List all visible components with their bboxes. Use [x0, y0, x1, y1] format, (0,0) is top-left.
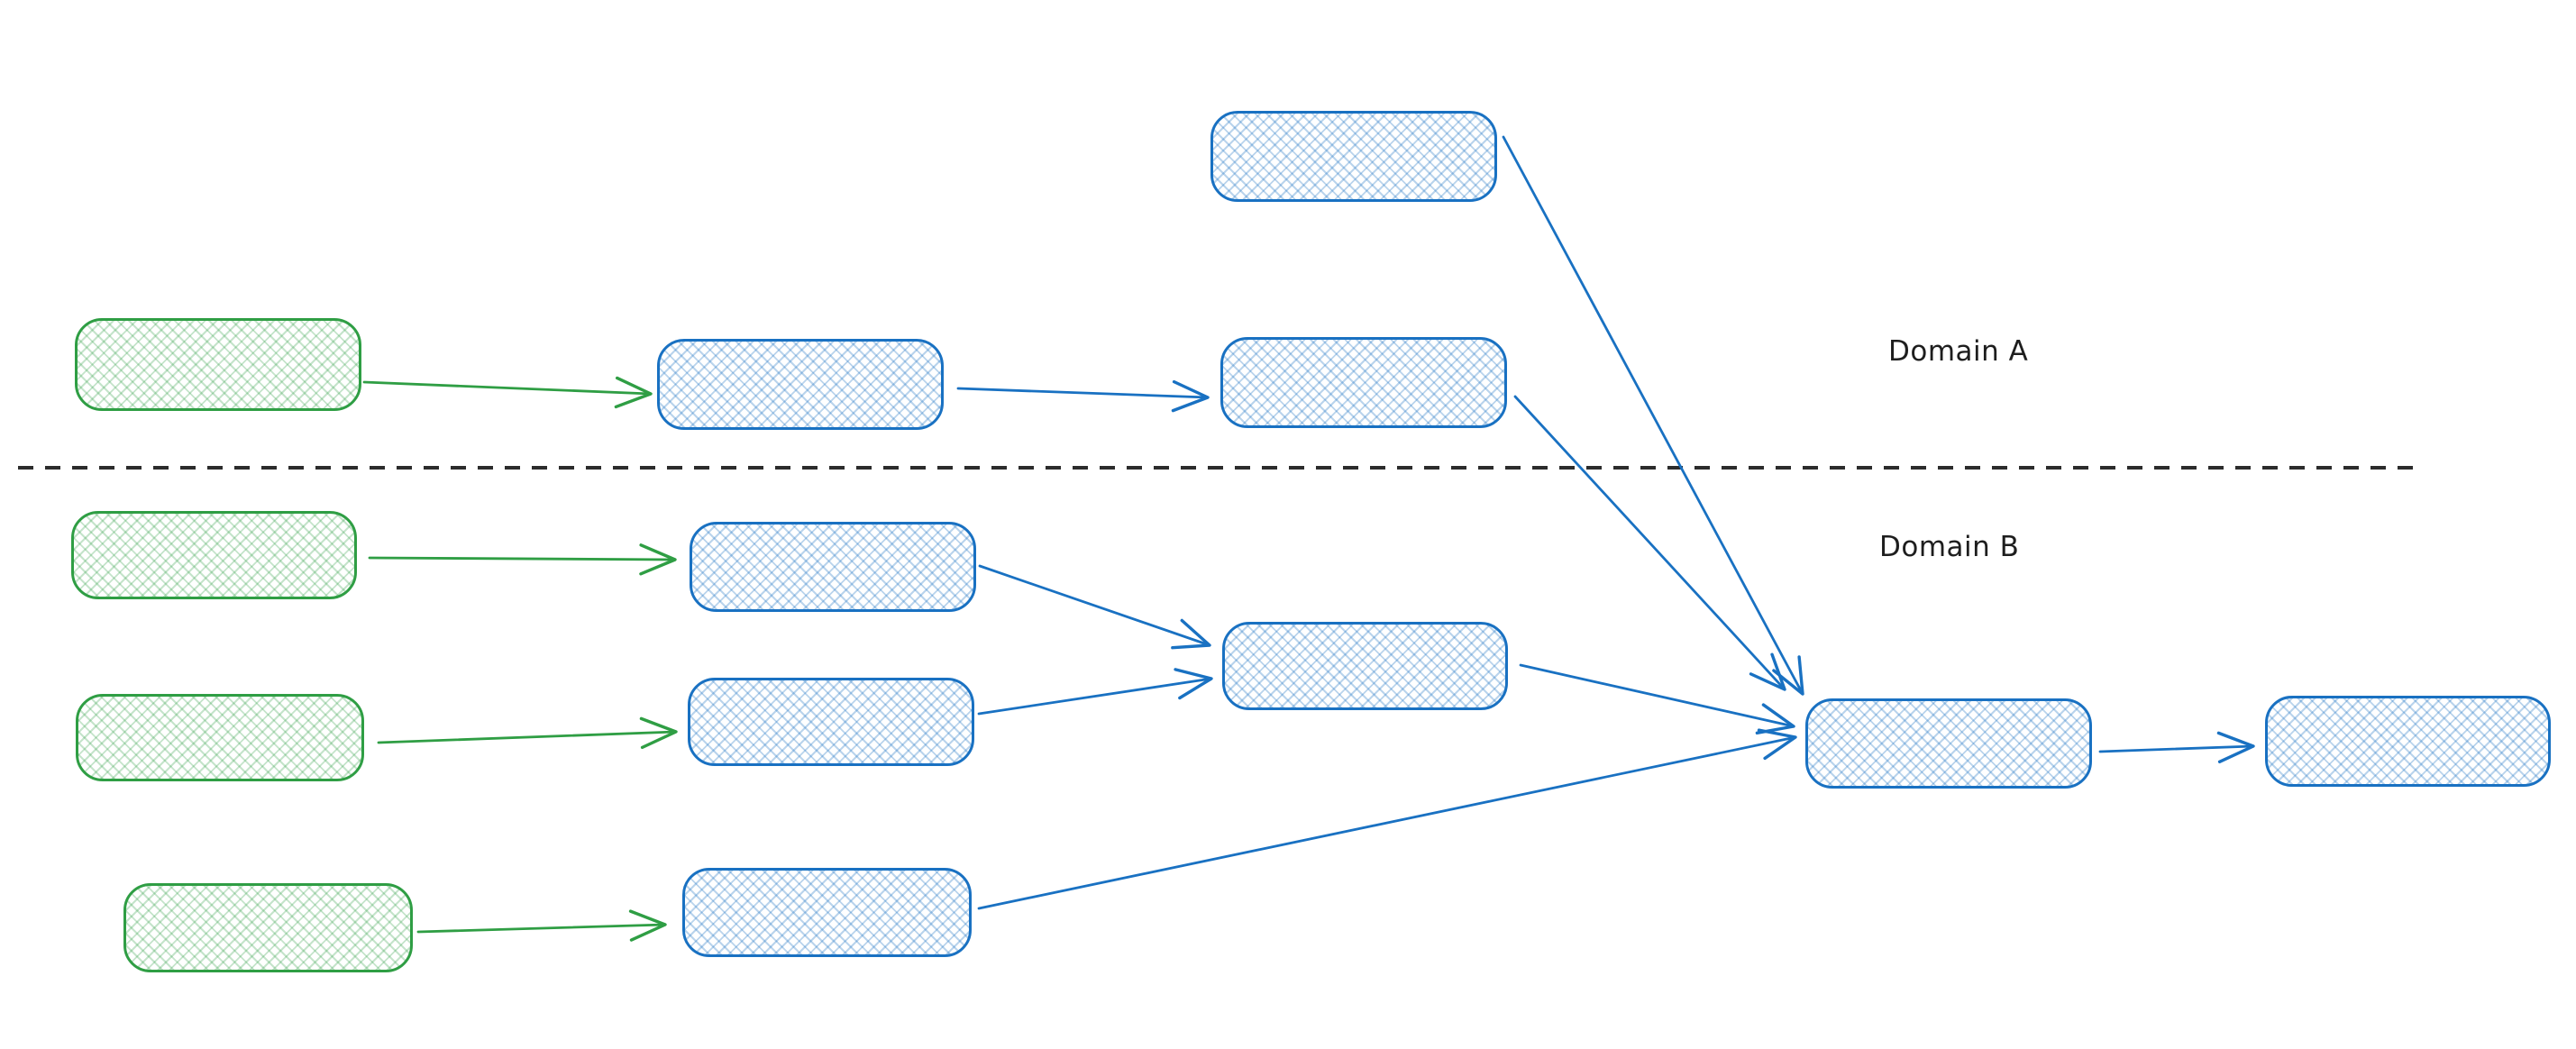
arrow-blue-a1-to-blue-a2[interactable] — [956, 379, 1210, 413]
node-blue-merge[interactable] — [1805, 698, 2092, 789]
arrow-green-b2-to-blue-b2[interactable] — [377, 716, 678, 750]
arrow-blue-a2-to-merge[interactable] — [1513, 395, 1786, 691]
arrow-green-b3-to-blue-b4[interactable] — [416, 909, 667, 942]
arrow-blue-b1-to-blue-b3[interactable] — [978, 564, 1211, 650]
node-blue-a1[interactable] — [657, 339, 944, 430]
label-domain-a: Domain A — [1888, 335, 2029, 368]
arrow-blue-b3-to-merge[interactable] — [1519, 663, 1795, 734]
node-green-b1[interactable] — [71, 511, 357, 599]
arrow-green-a-to-blue-a1[interactable] — [362, 376, 653, 409]
node-blue-b4[interactable] — [682, 868, 972, 957]
node-green-a[interactable] — [75, 318, 361, 411]
node-blue-b1[interactable] — [690, 522, 976, 612]
node-blue-a2[interactable] — [1220, 337, 1507, 428]
arrow-blue-b2-to-blue-b3[interactable] — [977, 668, 1213, 716]
node-blue-b3[interactable] — [1222, 622, 1508, 710]
arrow-merge-to-final[interactable] — [2098, 731, 2255, 764]
label-domain-b: Domain B — [1879, 531, 2020, 563]
node-green-b3[interactable] — [123, 883, 413, 972]
arrow-blue-a-top-to-merge[interactable] — [1502, 135, 1804, 696]
arrow-green-b1-to-blue-b1[interactable] — [368, 543, 677, 576]
node-blue-b2[interactable] — [688, 678, 974, 766]
node-blue-a-top[interactable] — [1210, 111, 1497, 202]
arrow-blue-b4-to-merge[interactable] — [977, 728, 1797, 910]
node-blue-final[interactable] — [2265, 696, 2551, 787]
node-green-b2[interactable] — [76, 694, 364, 781]
